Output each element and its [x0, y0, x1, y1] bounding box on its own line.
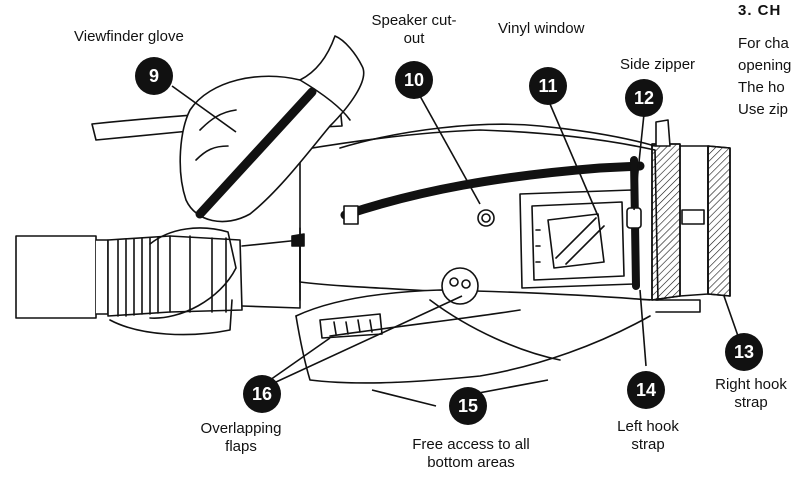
svg-text:9: 9 — [149, 66, 159, 86]
side-text-line-1: For cha — [738, 34, 812, 54]
label-speaker-cutout: Speaker cut-out — [368, 12, 460, 48]
svg-text:11: 11 — [538, 76, 557, 96]
svg-text:10: 10 — [404, 70, 424, 90]
label-side-zipper: Side zipper — [620, 56, 695, 74]
side-text-line-3: The ho — [738, 78, 812, 98]
badge-11: 11 — [529, 67, 567, 105]
svg-text:12: 12 — [634, 88, 654, 108]
svg-text:16: 16 — [252, 384, 272, 404]
section-heading: 3. CH — [738, 2, 812, 19]
svg-text:14: 14 — [636, 380, 656, 400]
label-overlapping-flaps: Overlapping flaps — [186, 420, 296, 456]
label-vinyl-window: Vinyl window — [498, 20, 584, 38]
vinyl-window — [520, 190, 634, 288]
svg-text:13: 13 — [734, 342, 754, 362]
lens — [16, 228, 300, 335]
badge-10: 10 — [395, 61, 433, 99]
hook-straps — [652, 120, 730, 312]
badge-9: 9 — [135, 57, 173, 95]
label-free-access: Free access to all bottom areas — [392, 436, 550, 472]
badge-15: 15 — [449, 387, 487, 425]
side-text-line-2: opening — [738, 56, 812, 76]
label-right-hook-strap: Right hook strap — [706, 376, 796, 412]
label-viewfinder-glove: Viewfinder glove — [74, 28, 184, 46]
badge-13: 13 — [725, 333, 763, 371]
label-left-hook-strap: Left hook strap — [608, 418, 688, 454]
badge-14: 14 — [627, 371, 665, 409]
side-text-line-4: Use zip — [738, 100, 812, 120]
badge-16: 16 — [243, 375, 281, 413]
svg-text:15: 15 — [458, 396, 478, 416]
badge-12: 12 — [625, 79, 663, 117]
